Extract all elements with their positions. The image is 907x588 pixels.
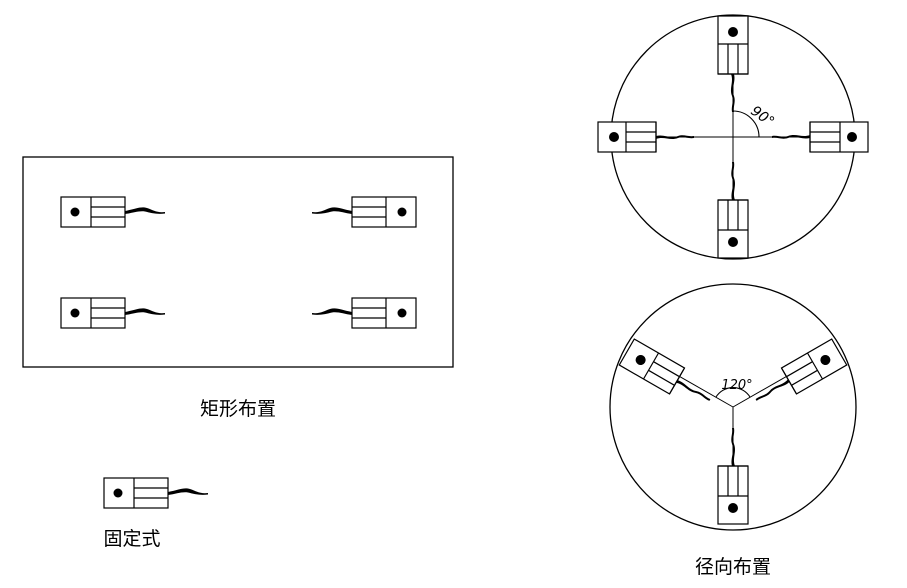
load-cell-bottom-right	[311, 297, 417, 329]
angle-label-120: 120°	[721, 378, 752, 393]
rect-layout-label: 矩形布置	[200, 398, 276, 420]
angle-label-90: 90°	[748, 103, 778, 130]
load-cell-radial-left	[597, 121, 695, 153]
load-cell-radial-top	[717, 15, 749, 113]
load-cell-radial-upper-left-120	[618, 338, 719, 414]
platform-circle-120	[609, 283, 857, 531]
load-cell-bottom-left	[60, 297, 166, 329]
radial-layout-90: 90°	[597, 14, 869, 260]
fixed-type-legend: 固定式	[103, 477, 209, 550]
rectangular-layout: 矩形布置	[22, 156, 454, 420]
load-cell-top-left	[60, 196, 166, 228]
load-cell-radial-upper-right-120	[747, 338, 848, 414]
platform-rectangle	[22, 156, 454, 368]
angle-arc-90	[732, 110, 760, 138]
angle-arc-120	[715, 387, 751, 398]
load-cell-top-right	[311, 196, 417, 228]
load-cell-radial-bottom-120	[717, 427, 749, 525]
radial-layout-label: 径向布置	[695, 556, 771, 578]
radial-layout-120: 120°	[609, 283, 857, 531]
load-cell-radial-right	[771, 121, 869, 153]
load-cell-legend	[103, 477, 209, 509]
load-cell-radial-bottom	[717, 161, 749, 259]
fixed-type-label: 固定式	[103, 528, 160, 550]
